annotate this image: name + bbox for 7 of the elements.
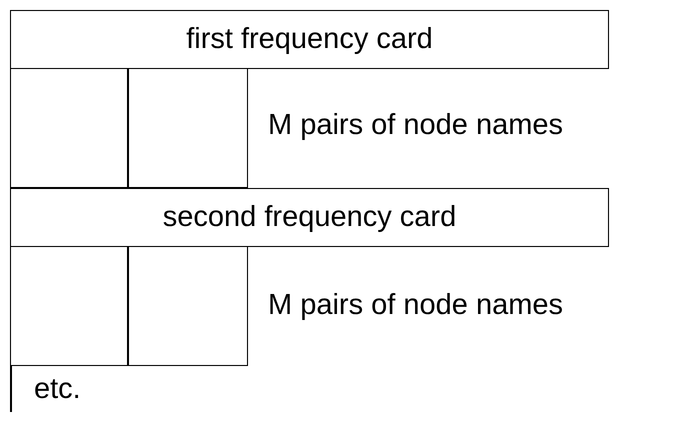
empty-field-box (10, 68, 128, 188)
card-record-bar: first frequency card (10, 10, 609, 69)
card-record-bar: second frequency card (10, 188, 609, 247)
annotation-text: M pairs of node names (268, 110, 563, 142)
empty-field-box (10, 246, 128, 366)
annotation-text: etc. (34, 374, 81, 406)
annotation-text: M pairs of node names (268, 290, 563, 322)
